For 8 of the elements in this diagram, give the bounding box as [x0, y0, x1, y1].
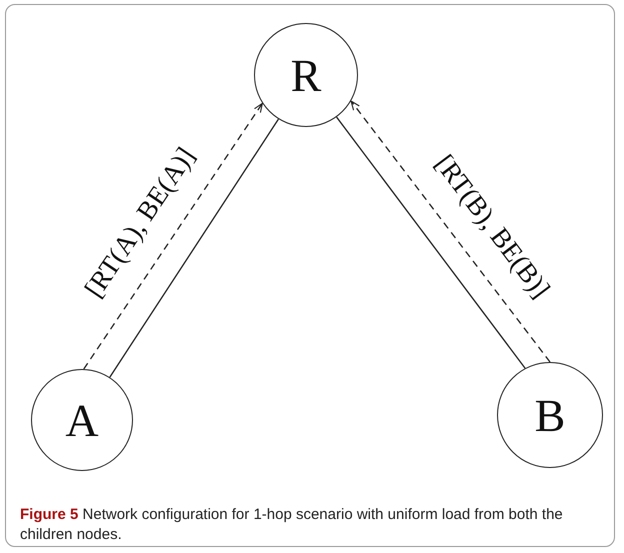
figure-caption: Figure 5 Network configuration for 1-hop scenario with uniform load from both the children nodes. [20, 505, 564, 545]
connector-line [336, 116, 526, 369]
node-label: B [534, 388, 566, 442]
arrow [350, 100, 551, 362]
node-label: A [65, 394, 99, 446]
node-label: R [290, 48, 322, 102]
connector-line [109, 118, 279, 378]
arrow [83, 102, 263, 370]
